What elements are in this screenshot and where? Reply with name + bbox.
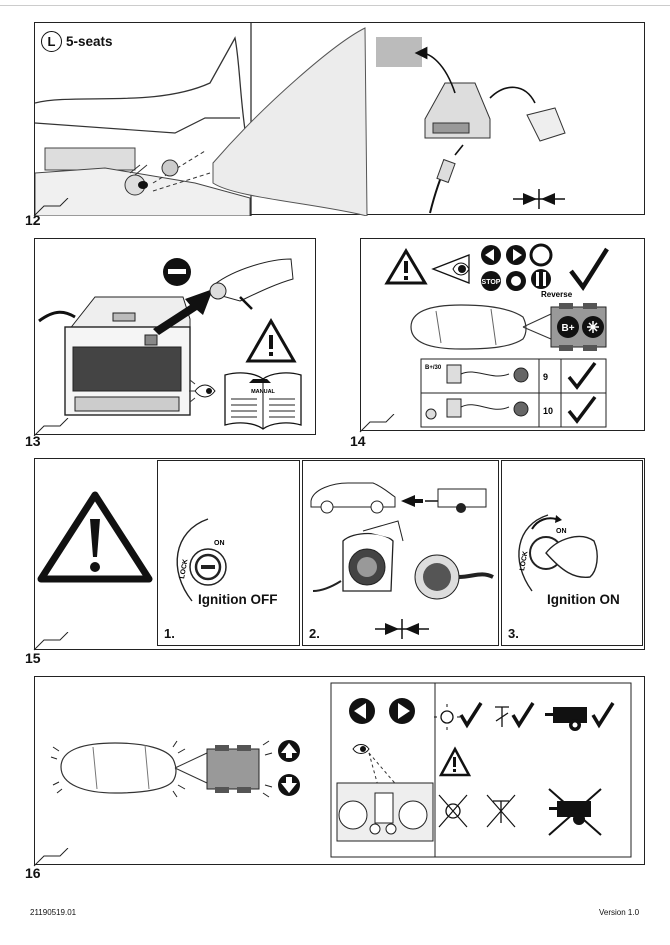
step-16-illustration	[50, 682, 632, 858]
step-13-number: 13	[25, 433, 41, 449]
bplus-text: B+	[561, 323, 574, 334]
sub-1-label: 1.	[164, 626, 175, 641]
doc-id: 21190519.01	[30, 908, 77, 917]
sub-3-label: 3.	[508, 626, 519, 641]
on-text-3: ON	[556, 528, 567, 535]
step-13-corner	[33, 418, 69, 437]
row2-value: 10	[543, 406, 553, 416]
l-badge: L	[41, 31, 62, 52]
lock-text-3: LOCK	[519, 551, 529, 572]
step-15-number: 15	[25, 650, 41, 666]
bplus30-text: B+/30	[425, 365, 442, 371]
step-14-number: 14	[350, 433, 366, 449]
step-16-number: 16	[25, 865, 41, 881]
top-rule	[0, 5, 670, 6]
trailer-socket-illustration	[310, 482, 494, 639]
manual-text: MANUAL	[251, 389, 275, 395]
reverse-text: Reverse	[541, 290, 573, 299]
step-14-panel: STOP Reverse B+ B+/30 9 1	[360, 238, 645, 431]
on-text-1: ON	[214, 540, 225, 547]
doc-version: Version 1.0	[599, 908, 640, 917]
step-12-illustration	[35, 23, 566, 216]
step-16-panel	[34, 676, 645, 865]
row1-value: 9	[543, 372, 548, 382]
step-15-corner	[33, 632, 69, 651]
step-12-panel: L 5-seats	[34, 22, 645, 216]
lock-text-1: LOCK	[179, 559, 189, 580]
step-15-sub-3: LOCK ON Ignition ON 3.	[501, 460, 643, 646]
step-13-panel: MANUAL	[34, 238, 316, 435]
step-15-sub-2: 2.	[302, 460, 499, 646]
seat-config-label: L 5-seats	[41, 31, 113, 52]
ignition-off-caption: Ignition OFF	[198, 592, 278, 607]
step-12-number: 12	[25, 212, 41, 228]
step-15-sub-1: LOCK ON Ignition OFF 1.	[157, 460, 300, 646]
step-14-illustration: STOP Reverse B+ B+/30 9 1	[384, 243, 609, 428]
ignition-on-caption: Ignition ON	[547, 592, 620, 607]
sub-2-label: 2.	[309, 626, 320, 641]
step-15-warning	[37, 491, 153, 583]
step-14-corner	[359, 414, 395, 433]
ignition-off-illustration: LOCK ON	[176, 518, 227, 602]
seat-config-text: 5-seats	[66, 34, 113, 49]
step-16-corner	[33, 848, 69, 867]
ignition-on-illustration: LOCK ON	[518, 514, 598, 592]
step-12-corner	[33, 198, 69, 217]
step-13-illustration: MANUAL	[38, 258, 302, 430]
stop-text: STOP	[482, 279, 501, 286]
